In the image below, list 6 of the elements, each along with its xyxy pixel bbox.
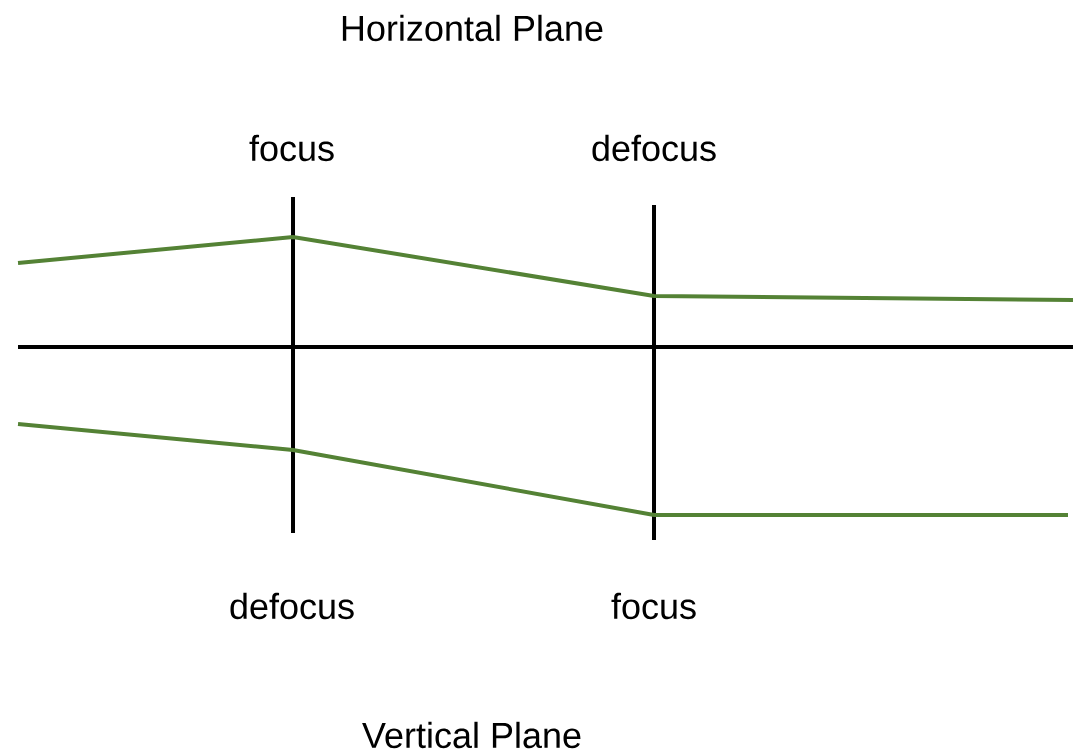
lens-label: focus <box>611 592 696 620</box>
lens-label: defocus <box>592 134 716 162</box>
plane-label: Vertical Plane <box>362 721 581 749</box>
lens-label: focus <box>249 134 334 162</box>
lens-label: defocus <box>230 592 354 620</box>
plane-title: Horizontal Plane <box>342 14 603 42</box>
